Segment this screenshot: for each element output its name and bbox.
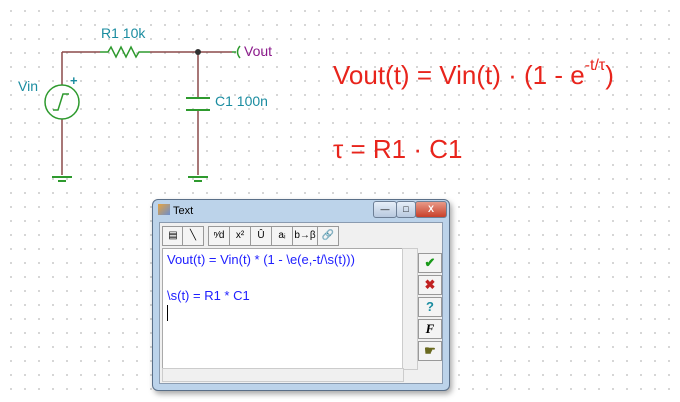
vertical-scrollbar[interactable]	[402, 248, 418, 370]
voltage-source-vin	[44, 84, 80, 120]
tau-formula: τ = R1 · C1	[333, 134, 463, 164]
output-label: Vout	[244, 43, 273, 59]
close-button[interactable]: X	[415, 201, 447, 218]
ground-icon	[188, 176, 208, 182]
resistor-r1	[100, 45, 150, 59]
polarity-label: +	[70, 73, 78, 88]
capacitor-c1	[186, 97, 210, 111]
schematic	[44, 45, 241, 182]
dialog-title: Text	[173, 205, 194, 217]
source-label: Vin	[18, 78, 38, 94]
minimize-button[interactable]: —	[373, 201, 397, 218]
help-button[interactable]: ?	[418, 297, 442, 317]
app-icon	[158, 204, 170, 215]
ok-button[interactable]: ✔	[418, 253, 442, 273]
toolbar-subscript[interactable]: aᵢ	[271, 226, 293, 246]
text-cursor	[167, 305, 168, 321]
font-button[interactable]: F	[418, 319, 442, 339]
maximize-button[interactable]: □	[396, 201, 416, 218]
junction-node	[195, 49, 201, 55]
editor-line	[167, 269, 399, 287]
wire	[61, 51, 232, 175]
toolbar-link[interactable]: 🔗	[317, 226, 339, 246]
toolbar-text-mode[interactable]: ▤	[162, 226, 184, 246]
ground-icon	[52, 176, 72, 182]
text-editor[interactable]: Vout(t) = Vin(t) * (1 - \e(e,-t/\s(t))) …	[162, 248, 404, 370]
text-dialog: Text — □ X ▤ ╲ ⁿ⁄d x² Û aᵢ b→β 🔗 Vout(t)…	[152, 199, 450, 391]
toolbar-line-mode[interactable]: ╲	[182, 226, 204, 246]
output-connector	[232, 45, 241, 59]
horizontal-scrollbar[interactable]	[162, 368, 404, 382]
resistor-label: R1 10k	[101, 25, 146, 41]
editor-line: \s(t) = R1 * C1	[167, 288, 250, 303]
toolbar-superscript[interactable]: x²	[229, 226, 251, 246]
dialog-body: ▤ ╲ ⁿ⁄d x² Û aᵢ b→β 🔗 Vout(t) = Vin(t) *…	[159, 222, 443, 384]
editor-line: Vout(t) = Vin(t) * (1 - \e(e,-t/\s(t)))	[167, 252, 355, 267]
vout-formula: Vout(t) = Vin(t) · (1 - e-t/τ)	[333, 57, 614, 90]
toolbar-greek[interactable]: b→β	[292, 226, 318, 246]
capacitor-label: C1 100n	[215, 93, 268, 109]
insert-button[interactable]: ☛	[418, 341, 442, 361]
cancel-button[interactable]: ✖	[418, 275, 442, 295]
toolbar-accent[interactable]: Û	[250, 226, 272, 246]
toolbar-fraction[interactable]: ⁿ⁄d	[208, 226, 230, 246]
